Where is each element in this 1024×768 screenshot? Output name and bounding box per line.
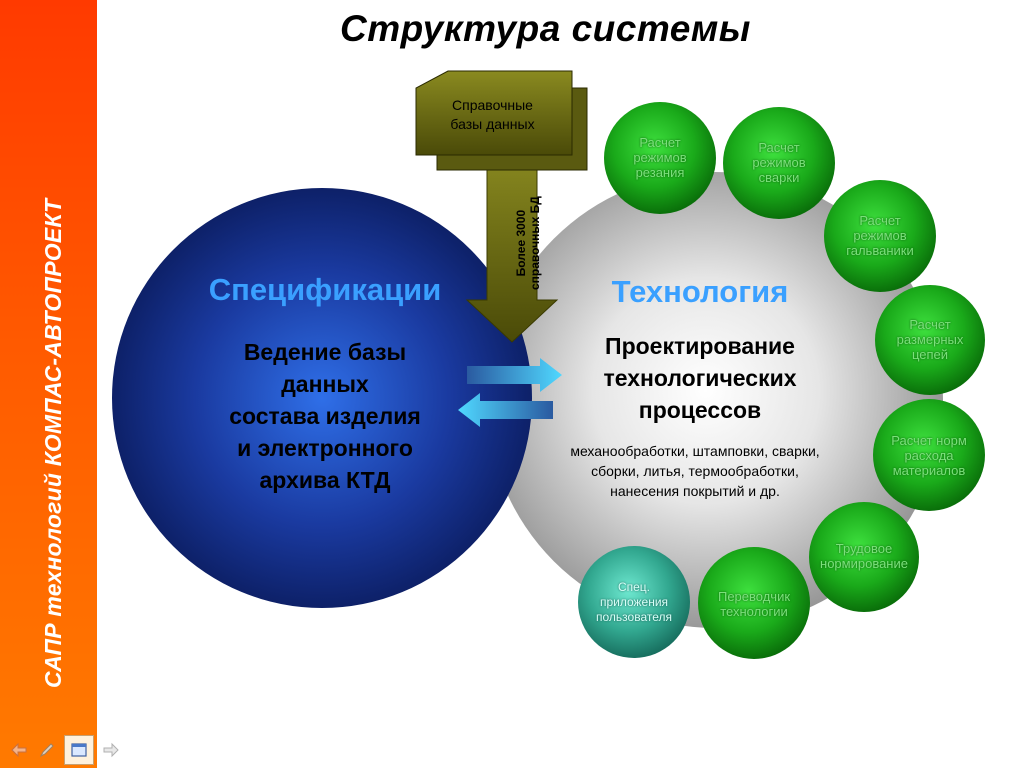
spec-circle	[112, 188, 532, 608]
tech-title: Технология	[611, 274, 789, 309]
reference-db-arrow	[465, 149, 559, 343]
reference-db-label: Справочные базы данных	[450, 97, 535, 132]
exchange-arrow-right	[467, 358, 562, 392]
bubble-labor	[809, 502, 919, 612]
bubble-welding	[723, 107, 835, 219]
arrow-left-icon[interactable]	[8, 739, 30, 761]
page-title: Структура системы	[340, 8, 751, 49]
reference-db-arrow-label: Более 3000 справочных БД	[514, 196, 542, 290]
slide-navigation	[8, 735, 122, 765]
exchange-arrow-left	[458, 393, 553, 427]
tech-circle	[487, 172, 943, 628]
bubble-translator	[698, 547, 810, 659]
tech-description: Проектирование технологических процессов	[603, 333, 797, 423]
tech-process-list: механообработки, штамповки, сварки, сбор…	[570, 443, 820, 499]
reference-db-box	[415, 70, 573, 156]
spec-description: Ведение базы данных состава изделия и эл…	[229, 339, 421, 493]
window-icon[interactable]	[64, 735, 94, 765]
spec-title: Спецификации	[208, 272, 442, 307]
arrow-right-icon[interactable]	[100, 739, 122, 761]
sidebar: САПР технологий КОМПАС-АВТОПРОЕКТ	[0, 0, 97, 768]
bubble-cutting	[604, 102, 716, 214]
bubble-materials	[873, 399, 985, 511]
bubble-user-apps	[578, 546, 690, 658]
bubble-galvanic	[824, 180, 936, 292]
bubble-dimension	[875, 285, 985, 395]
pen-icon[interactable]	[36, 739, 58, 761]
